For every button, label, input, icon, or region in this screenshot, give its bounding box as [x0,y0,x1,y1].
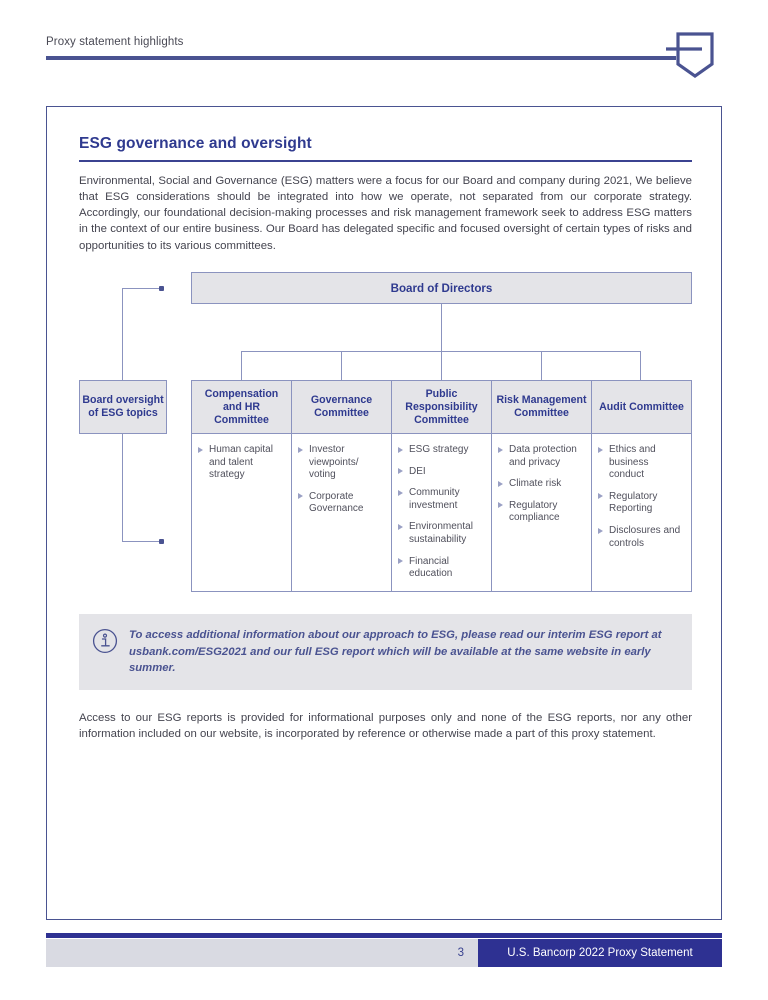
topic-label: Climate risk [509,478,562,490]
topic-label: Community investment [409,487,460,511]
committee-column-governance: Governance Committee Investor viewpoints… [291,380,391,593]
title-underline-rule [79,160,692,162]
triangle-bullet-icon [398,468,403,475]
esg-report-callout: To access additional information about o… [79,614,692,690]
connector-drop-audit [640,351,642,381]
topic-label: Disclosures and controls [609,525,681,549]
footer-divider-rule [46,933,722,938]
page-content-frame: ESG governance and oversight Environment… [46,106,722,920]
intro-paragraph: Environmental, Social and Governance (ES… [79,174,692,252]
running-header-title: Proxy statement highlights [46,36,184,48]
topic-list-compensation-and-hr: Human capital and talent strategy [198,444,285,482]
connector-left-horizontal-upper [122,288,162,290]
committee-header-governance: Governance Committee [292,380,391,435]
triangle-bullet-icon [498,446,503,453]
triangle-bullet-icon [398,489,403,496]
page-header: Proxy statement highlights [46,30,722,80]
committee-grid: Compensation and HR Committee Human capi… [191,380,692,593]
topic-label: Regulatory Reporting [609,490,658,515]
connector-left-horizontal-lower [122,541,162,543]
topic-list-public-responsibility: ESG strategy DEI Community investment En… [398,444,485,581]
committee-header-risk-management: Risk Management Committee [492,380,591,435]
topic-label: Financial education [409,555,453,580]
page-footer: 3 U.S. Bancorp 2022 Proxy Statement [46,933,722,967]
list-item: ESG strategy [398,444,485,457]
list-item: Data protection and privacy [498,444,585,469]
committee-column-public-responsibility: Public Responsibility Committee ESG stra… [391,380,491,593]
list-item: DEI [398,466,485,479]
list-item: Human capital and talent strategy [198,444,285,482]
triangle-bullet-icon [298,446,303,453]
footer-page-number-bar: 3 [46,939,478,967]
topic-label: DEI [409,465,426,477]
esg-governance-org-chart: Board of Directors Board oversight of ES… [79,272,692,593]
page-number: 3 [457,947,464,959]
topic-label: Environmental sustainability [409,521,473,546]
list-item: Investor viewpoints/ voting [298,444,385,482]
committee-column-audit: Audit Committee Ethics and business cond… [591,380,692,593]
list-item: Environmental sustainability [398,521,485,546]
header-divider-rule [46,56,676,60]
committee-body-compensation-and-hr: Human capital and talent strategy [192,434,291,591]
topic-label: Investor viewpoints/ voting [309,444,359,481]
triangle-bullet-icon [398,524,403,531]
connector-drop-governance [341,351,343,381]
list-item: Regulatory Reporting [598,491,685,516]
topic-label: Regulatory compliance [509,499,560,524]
org-box-board-of-directors-label: Board of Directors [390,281,493,295]
connector-left-vertical-upper [122,288,124,381]
page-title: ESG governance and oversight [79,135,312,152]
topic-label: Human capital and talent strategy [209,444,273,481]
footer-document-title-bar: U.S. Bancorp 2022 Proxy Statement [478,939,722,967]
triangle-bullet-icon [398,446,403,453]
triangle-bullet-icon [298,493,303,500]
triangle-bullet-icon [598,527,603,534]
committee-column-compensation-and-hr: Compensation and HR Committee Human capi… [191,380,291,593]
triangle-bullet-icon [198,446,203,453]
list-item: Corporate Governance [298,491,385,516]
committee-body-risk-management: Data protection and privacy Climate risk… [492,434,591,591]
list-item: Community investment [398,487,485,512]
topic-list-governance: Investor viewpoints/ voting Corporate Go… [298,444,385,516]
connector-board-stem [441,304,443,353]
footer-document-title: U.S. Bancorp 2022 Proxy Statement [507,947,693,959]
committee-header-compensation-and-hr: Compensation and HR Committee [192,380,291,435]
triangle-bullet-icon [498,502,503,509]
triangle-bullet-icon [598,446,603,453]
us-bancorp-shield-logo [666,32,714,78]
committee-header-audit: Audit Committee [592,380,691,435]
connector-dot-upper [159,285,164,291]
list-item: Regulatory compliance [498,500,585,525]
callout-text: To access additional information about o… [129,629,662,675]
info-circle-icon [92,629,118,654]
committee-body-governance: Investor viewpoints/ voting Corporate Go… [292,434,391,591]
committee-column-risk-management: Risk Management Committee Data protectio… [491,380,591,593]
org-box-board-oversight: Board oversight of ESG topics [79,380,167,435]
closing-paragraph: Access to our ESG reports is provided fo… [79,711,692,741]
connector-drop-public-responsibility [441,351,443,381]
topic-list-audit: Ethics and business conduct Regulatory R… [598,444,685,550]
connector-left-vertical-lower [122,434,124,543]
topic-label: Data protection and privacy [509,444,577,468]
connector-dot-lower [159,538,164,544]
topic-list-risk-management: Data protection and privacy Climate risk… [498,444,585,525]
triangle-bullet-icon [598,493,603,500]
committee-body-audit: Ethics and business conduct Regulatory R… [592,434,691,591]
triangle-bullet-icon [498,480,503,487]
committee-header-public-responsibility: Public Responsibility Committee [392,380,491,435]
topic-label: Ethics and business conduct [609,444,656,481]
topic-label: Corporate Governance [309,490,364,515]
list-item: Climate risk [498,478,585,491]
connector-drop-compensation [241,351,243,381]
list-item: Disclosures and controls [598,525,685,550]
list-item: Financial education [398,556,485,581]
triangle-bullet-icon [398,558,403,565]
topic-label: ESG strategy [409,444,469,456]
list-item: Ethics and business conduct [598,444,685,482]
content-inner: ESG governance and oversight Environment… [79,135,692,742]
org-box-board-oversight-label: Board oversight of ESG topics [82,394,164,420]
committee-body-public-responsibility: ESG strategy DEI Community investment En… [392,434,491,591]
org-box-board-of-directors: Board of Directors [191,272,692,305]
connector-drop-risk-management [541,351,543,381]
